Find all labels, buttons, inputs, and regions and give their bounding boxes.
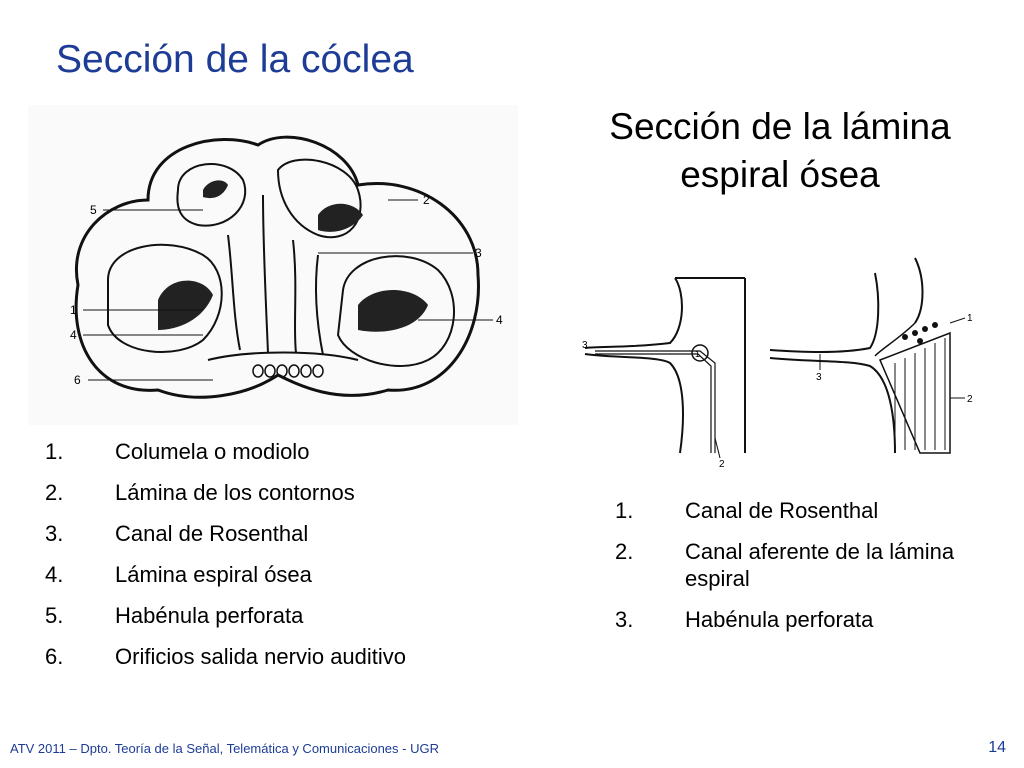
lamina-label-right-3: 3 <box>816 372 822 383</box>
list-text: Habénula perforata <box>685 607 874 632</box>
list-item: 2. Canal aferente de la lámina espiral <box>615 538 975 592</box>
cochlea-label-4b: 4 <box>496 313 503 327</box>
list-item: 3. Canal de Rosenthal <box>45 520 515 547</box>
footer-text: ATV 2011 – Dpto. Teoría de la Señal, Tel… <box>10 741 439 756</box>
cochlea-label-5: 5 <box>90 203 97 217</box>
lamina-label-right-1: 1 <box>967 313 973 324</box>
list-text: Orificios salida nervio auditivo <box>115 644 407 669</box>
page-number: 14 <box>988 739 1006 756</box>
list-item: 4. Lámina espiral ósea <box>45 561 515 588</box>
list-item: 5. Habénula perforata <box>45 602 515 629</box>
list-text: Lámina de los contornos <box>115 480 355 505</box>
list-number: 1. <box>45 439 64 464</box>
list-text: Columela o modiolo <box>115 439 310 464</box>
list-text: Habénula perforata <box>115 603 304 628</box>
list-number: 2. <box>45 480 64 505</box>
lamina-parts-list: 1. Canal de Rosenthal 2. Canal aferente de… <box>615 497 975 647</box>
list-text: Canal de Rosenthal <box>115 521 309 546</box>
list-number: 1. <box>615 498 634 523</box>
cochlea-label-3: 3 <box>475 246 482 260</box>
spiral-lamina-figure: 1 2 3 1 2 3 <box>570 238 1010 470</box>
list-item: 2. Lámina de los contornos <box>45 479 515 506</box>
list-item: 1. Columela o modiolo <box>45 438 515 465</box>
list-item: 1. Canal de Rosenthal <box>615 497 975 524</box>
list-number: 2. <box>615 539 634 564</box>
lamina-label-right-2: 2 <box>967 394 973 405</box>
cochlea-label-6: 6 <box>74 373 81 387</box>
list-item: 6. Orificios salida nervio auditivo <box>45 643 515 670</box>
cochlea-label-4: 4 <box>70 328 77 342</box>
list-number: 3. <box>45 521 64 546</box>
cochlea-parts-list: 1. Columela o modiolo 2. Lámina de los con… <box>45 438 515 684</box>
list-number: 4. <box>45 562 64 587</box>
cochlea-section-figure: 1 2 3 4 4 5 6 <box>28 105 518 425</box>
lamina-label-left-2: 2 <box>719 459 725 470</box>
lamina-label-left-3: 3 <box>582 340 588 351</box>
list-number: 3. <box>615 607 634 632</box>
lamina-label-left-1: 1 <box>695 349 700 359</box>
list-number: 6. <box>45 644 64 669</box>
list-text: Lámina espiral ósea <box>115 562 312 587</box>
slide-subtitle: Sección de la lámina espiral ósea <box>609 106 951 195</box>
list-number: 5. <box>45 603 64 628</box>
cochlea-label-1: 1 <box>70 303 77 317</box>
list-text: Canal aferente de la lámina espiral <box>685 539 955 591</box>
list-text: Canal de Rosenthal <box>685 498 879 523</box>
cochlea-label-2: 2 <box>423 193 430 207</box>
slide-title: Sección de la cóclea <box>56 38 414 81</box>
list-item: 3. Habénula perforata <box>615 606 975 633</box>
